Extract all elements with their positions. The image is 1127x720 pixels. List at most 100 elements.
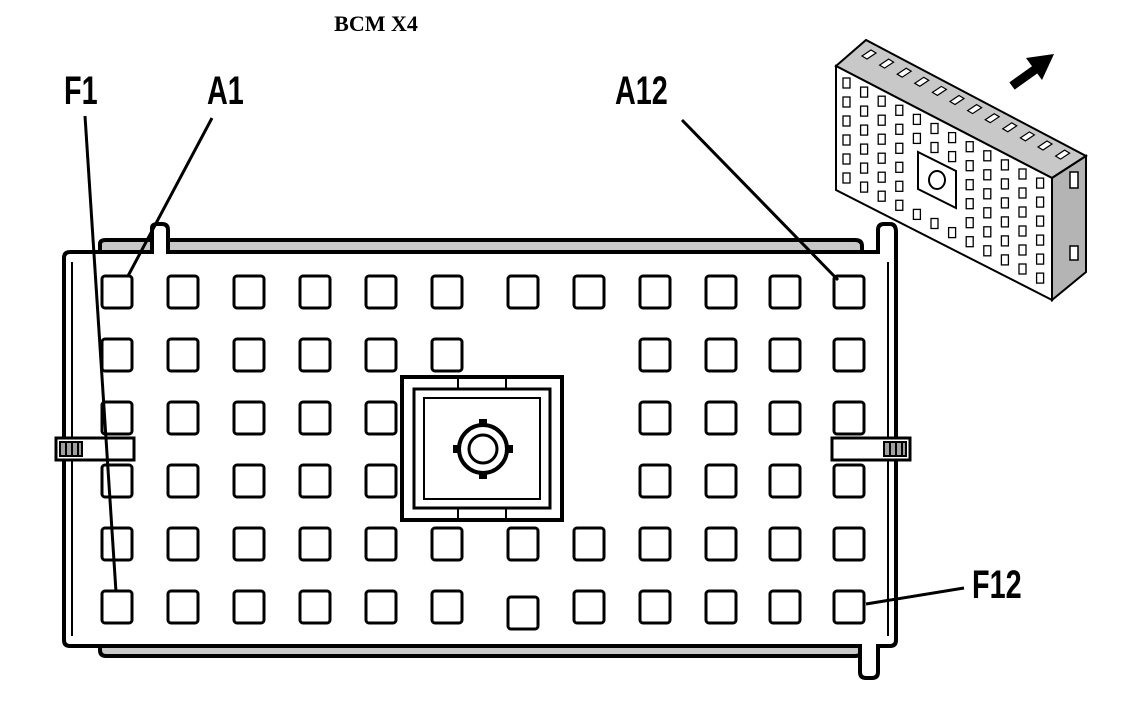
iso-pin-cavity	[947, 131, 957, 144]
iso-pin-cavity	[842, 77, 851, 89]
leader-f12	[865, 586, 965, 606]
pin-cavity-c1	[100, 400, 134, 436]
pin-cavity-c12	[832, 400, 866, 436]
iso-pin-cavity	[965, 198, 974, 210]
pin-cavity-b3	[232, 337, 266, 373]
iso-top-slot	[948, 94, 966, 106]
iso-pin-cavity	[912, 113, 922, 126]
connector-face	[54, 222, 912, 680]
pin-cavity-d3	[232, 463, 266, 499]
pin-cavity-c3	[232, 400, 266, 436]
pin-cavity-b4	[298, 337, 332, 373]
pin-cavity-e9	[638, 526, 672, 562]
leader-lines	[83, 115, 965, 606]
pin-cavity-e7	[506, 526, 540, 562]
iso-top-slot	[1054, 149, 1071, 160]
pin-cavity-e3	[232, 526, 266, 562]
iso-pin-cavity	[1000, 159, 1010, 171]
pin-cavity-b10	[704, 337, 738, 373]
iso-pin-cavity	[983, 245, 992, 257]
label-f1: F1	[64, 68, 98, 113]
pin-cavity-e6	[430, 526, 464, 562]
pin-cavity-a8	[572, 274, 606, 310]
pin-cavity-f7	[506, 595, 540, 631]
pin-cavity-b5	[364, 337, 398, 373]
iso-pin-cavity	[877, 95, 886, 107]
iso-top-slots	[860, 49, 1071, 160]
iso-pin-cavity	[1000, 178, 1010, 190]
iso-pin-cavity	[1000, 235, 1010, 247]
iso-pin-cavity	[859, 143, 869, 155]
iso-pin-cavity	[983, 169, 992, 181]
pin-cavity-a2	[166, 274, 200, 310]
pin-cavity-d11	[768, 463, 802, 499]
pin-cavity-c10	[704, 400, 738, 436]
iso-pin-cavity	[859, 124, 869, 136]
pin-cavity-d4	[298, 463, 332, 499]
iso-pin-cavity	[842, 153, 851, 165]
iso-top-slot	[966, 103, 983, 115]
pin-cavity-f10	[704, 589, 738, 625]
iso-pin-cavity	[895, 104, 904, 116]
pin-cavity-f3	[232, 589, 266, 625]
pin-cavity-a5	[364, 274, 398, 310]
pin-cavity-f11	[768, 589, 802, 625]
leader-a1	[126, 117, 214, 277]
pin-cavity-a11	[768, 274, 802, 310]
pin-cavity-a7	[506, 274, 540, 310]
iso-pin-cavity	[1000, 216, 1010, 228]
iso-pin-cavity	[877, 133, 886, 145]
iso-pin-cavity	[1018, 225, 1027, 237]
pin-cavity-e10	[704, 526, 738, 562]
label-f12: F12	[972, 562, 1022, 607]
pin-cavity-f8	[572, 589, 606, 625]
iso-pin-cavity	[912, 132, 922, 145]
pin-cavity-c9	[638, 400, 672, 436]
iso-pin-cavity	[859, 162, 869, 174]
iso-top-slot	[1019, 131, 1036, 142]
iso-pin-cavity	[1018, 263, 1027, 275]
pin-cavity-c2	[166, 400, 200, 436]
pin-cavity-a6	[430, 274, 464, 310]
iso-pin-cavity	[877, 114, 886, 126]
iso-pin-cavity	[947, 226, 957, 239]
iso-side-face	[1051, 154, 1087, 303]
key-post-inner-ring	[467, 433, 499, 465]
pin-cavity-c11	[768, 400, 802, 436]
iso-pin-cavity	[842, 96, 851, 108]
pin-cavity-c4	[298, 400, 332, 436]
iso-pin-cavity	[1035, 234, 1045, 246]
iso-pin-cavity	[1035, 272, 1045, 284]
iso-pin-cavity	[965, 179, 974, 191]
iso-pin-cavity	[877, 171, 886, 183]
iso-pin-cavity	[1035, 253, 1045, 265]
leader-f1	[83, 115, 118, 593]
iso-pin-cavity	[983, 207, 992, 219]
iso-top-slot	[1036, 140, 1054, 151]
pin-cavity-f6	[430, 589, 464, 625]
pin-cavity-e2	[166, 526, 200, 562]
pin-cavity-b2	[166, 337, 200, 373]
iso-pin-cavity	[965, 141, 974, 153]
iso-pin-cavity	[859, 181, 869, 193]
pin-cavity-b9	[638, 337, 672, 373]
iso-top-slot	[931, 85, 948, 97]
iso-pin-cavity	[877, 190, 886, 202]
pin-cavity-e1	[100, 526, 134, 562]
iso-pin-cavity	[1018, 168, 1027, 180]
pin-cavity-a9	[638, 274, 672, 310]
iso-pin-cavity	[983, 226, 992, 238]
iso-top-slot	[860, 49, 878, 60]
iso-pin-cavity	[1035, 177, 1045, 189]
left-latch	[54, 436, 136, 462]
iso-pin-cavity	[965, 217, 974, 229]
pin-cavity-e5	[364, 526, 398, 562]
iso-pin-cavity	[983, 150, 992, 162]
label-a1: A1	[207, 68, 244, 113]
iso-top-slot	[913, 76, 930, 88]
pin-cavity-d10	[704, 463, 738, 499]
pin-cavity-a3	[232, 274, 266, 310]
iso-pin-cavity	[1000, 254, 1010, 266]
pin-grid	[100, 274, 866, 631]
